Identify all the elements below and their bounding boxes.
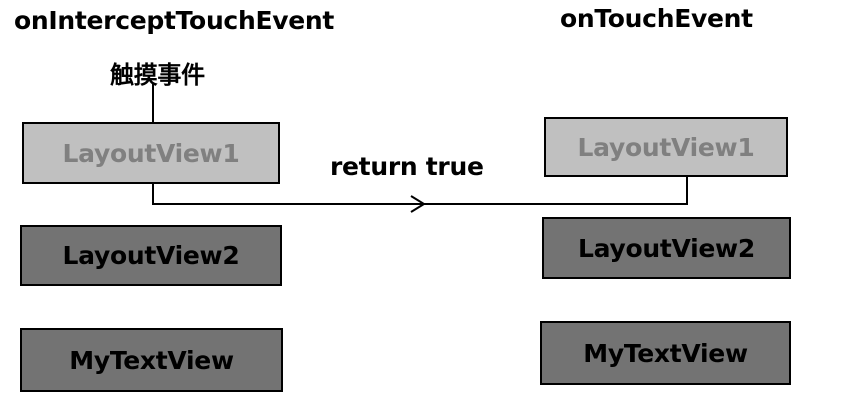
left-mytextview-box: MyTextView: [20, 328, 283, 392]
right-mytextview-box: MyTextView: [540, 321, 791, 385]
right-layoutview2-box: LayoutView2: [542, 217, 791, 279]
right-heading: onTouchEvent: [560, 4, 753, 33]
left-layoutview2-box: LayoutView2: [20, 225, 282, 286]
right-layoutview1-box: LayoutView1: [544, 117, 788, 177]
left-heading: onInterceptTouchEvent: [14, 6, 335, 35]
touch-event-annotation: 触摸事件: [110, 61, 205, 89]
arrow-label: return true: [330, 152, 484, 181]
return-true-arrow: [152, 175, 688, 205]
left-layoutview1-box: LayoutView1: [22, 122, 280, 184]
arrow-head: [410, 195, 426, 213]
